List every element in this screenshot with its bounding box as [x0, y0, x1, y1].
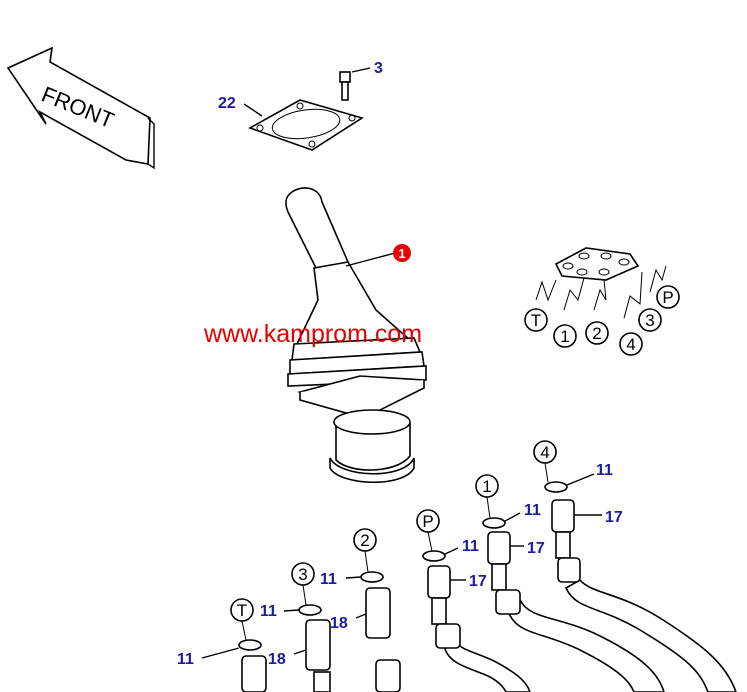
fitting-17-c [427, 565, 461, 649]
joystick-assembly [285, 187, 428, 483]
fitting-17-a [551, 499, 581, 583]
label-part-11-e: 11 [260, 603, 277, 620]
port-label-T-top: T [524, 308, 548, 332]
port-circle-T-bottom: T [230, 598, 254, 622]
callout-circle-main [393, 244, 411, 262]
label-part-11-d: 11 [320, 571, 337, 588]
svg-text:2: 2 [360, 531, 369, 550]
callout-label-main: 1 [398, 246, 405, 261]
port-label-P-top: P [656, 285, 680, 309]
port-circle-P-bottom: P [416, 509, 440, 533]
port-label-2-top: 2 [585, 321, 609, 345]
fitting-17-b [487, 531, 521, 615]
port-pattern [535, 247, 667, 319]
label-part-17-a: 17 [605, 509, 623, 526]
svg-text:3: 3 [645, 311, 654, 330]
label-part-3: 3 [374, 60, 383, 77]
label-part-11-b: 11 [524, 502, 541, 519]
label-part-18-b: 18 [268, 651, 286, 668]
svg-text:P: P [662, 288, 673, 307]
svg-text:1: 1 [482, 477, 491, 496]
svg-text:4: 4 [540, 443, 549, 462]
svg-text:P: P [422, 512, 433, 531]
port-circle-1-bottom: 1 [475, 474, 499, 498]
svg-text:4: 4 [626, 335, 635, 354]
port-label-1-top: 1 [553, 324, 577, 348]
hoses [443, 578, 737, 692]
label-part-11-a: 11 [596, 462, 613, 479]
watermark: www.kamprom.com [203, 320, 422, 348]
port-circle-2-bottom: 2 [353, 528, 377, 552]
label-part-11-f: 11 [177, 651, 194, 668]
svg-text:1: 1 [560, 327, 569, 346]
svg-text:2: 2 [592, 324, 601, 343]
svg-text:T: T [531, 311, 541, 330]
label-part-11-c: 11 [462, 538, 479, 555]
fitting-18-a [365, 587, 401, 692]
fitting-base-T [241, 655, 267, 692]
gasket-part-22 [248, 99, 364, 151]
label-part-22: 22 [218, 95, 236, 112]
front-arrow: FRONT [6, 46, 155, 170]
bolt-part-3 [339, 71, 351, 101]
port-circle-3-bottom: 3 [291, 562, 315, 586]
port-circle-4-bottom: 4 [533, 440, 557, 464]
label-part-17-b: 17 [527, 540, 545, 557]
svg-text:T: T [237, 601, 247, 620]
fitting-18-b [305, 619, 331, 692]
label-part-18-a: 18 [330, 615, 348, 632]
svg-text:3: 3 [298, 565, 307, 584]
o-rings [238, 481, 568, 651]
port-label-3-top: 3 [638, 308, 662, 332]
label-part-17-c: 17 [469, 573, 487, 590]
port-label-4-top: 4 [619, 332, 643, 356]
